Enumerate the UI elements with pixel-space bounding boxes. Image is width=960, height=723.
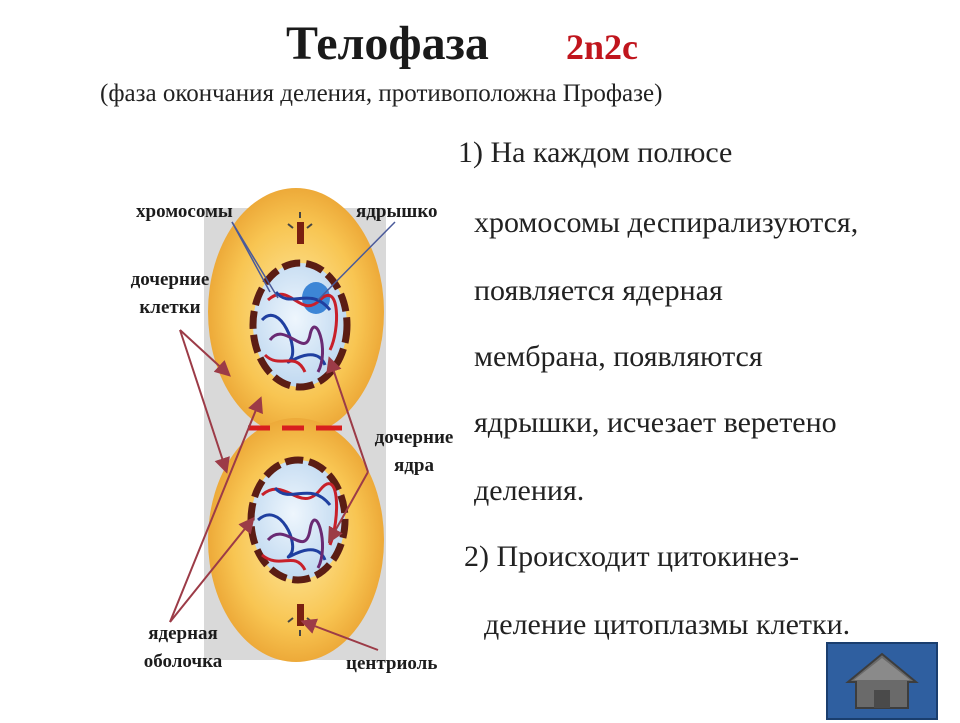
home-button[interactable] bbox=[826, 642, 938, 720]
label-centriole: центриоль bbox=[346, 653, 438, 674]
point-line: 1) На каждом полюсе bbox=[458, 136, 733, 169]
label-chromosomes: хромосомы bbox=[136, 201, 233, 222]
centriole-top bbox=[287, 212, 313, 244]
point-line: деление цитоплазмы клетки. bbox=[484, 608, 851, 641]
label-daughter-nuclei: дочерние ядра bbox=[356, 424, 472, 480]
nucleus-bottom bbox=[247, 456, 349, 584]
point-line: деления. bbox=[474, 474, 585, 507]
point-line: ядрышки, исчезает веретено bbox=[474, 406, 837, 439]
label-nuclear-envelope: ядерная оболочка bbox=[128, 620, 238, 676]
label-daughter-cells: дочерние клетки bbox=[120, 266, 220, 322]
label-line: ядерная bbox=[148, 623, 218, 644]
pointer-lines bbox=[169, 221, 396, 651]
slide-title: Телофаза bbox=[286, 17, 489, 70]
label-line: дочерние bbox=[130, 269, 210, 290]
point-line: хромосомы деспирализуются, bbox=[474, 206, 859, 239]
point-line: появляется ядерная bbox=[474, 274, 723, 307]
label-nucleolus: ядрышко bbox=[356, 201, 438, 222]
label-line: оболочка bbox=[143, 651, 223, 672]
point-line: мембрана, появляются bbox=[474, 340, 763, 373]
home-icon bbox=[845, 652, 919, 709]
label-line: дочерние bbox=[374, 427, 454, 448]
label-line: клетки bbox=[139, 297, 201, 318]
label-line: ядра bbox=[394, 455, 434, 476]
point-line: 2) Происходит цитокинез- bbox=[464, 540, 800, 573]
chromosome-formula: 2n2c bbox=[566, 27, 638, 67]
slide-subtitle: (фаза окончания деления, противоположна … bbox=[100, 80, 663, 107]
